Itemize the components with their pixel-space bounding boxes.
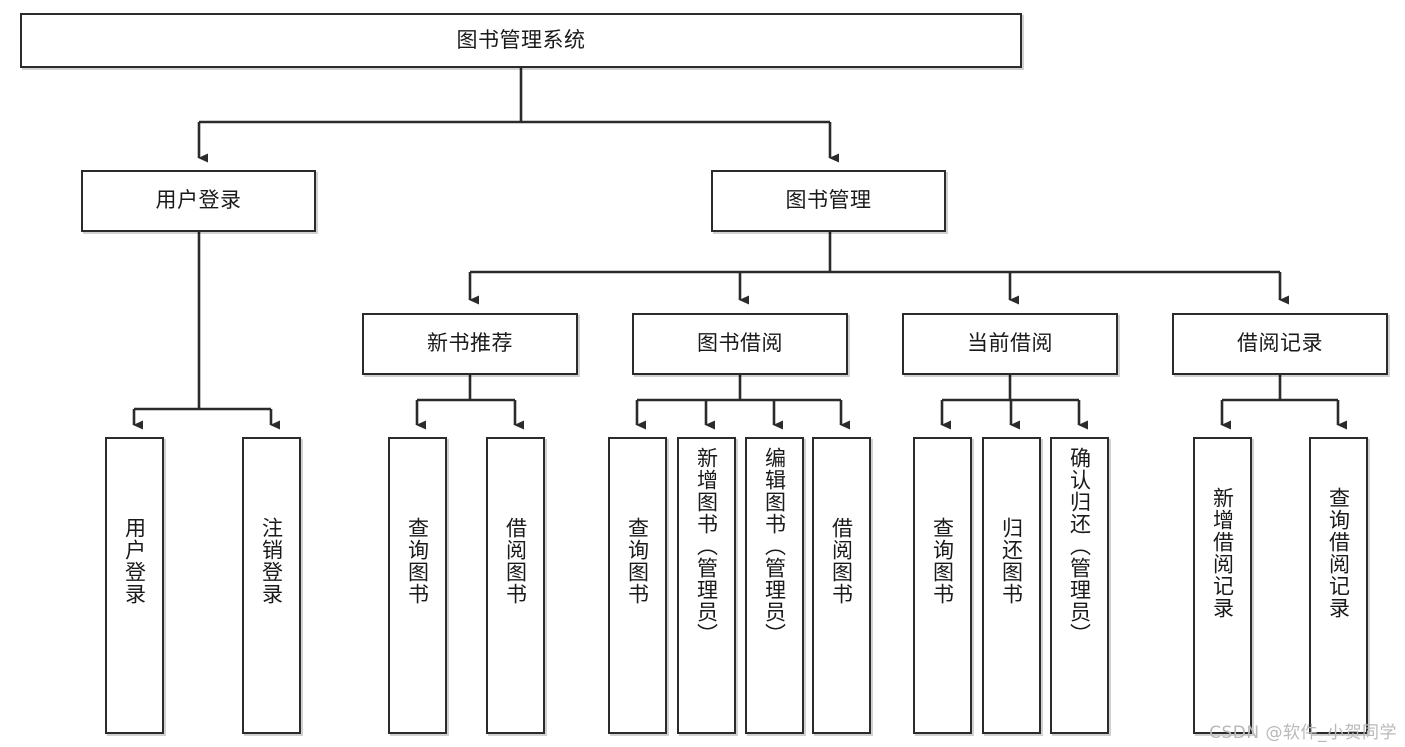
leaf-current-borrow-query-books[interactable]: 查询图书 [913,437,972,734]
node-book-borrow[interactable]: 图书借阅 [632,313,848,375]
node-label: 新增图书（管理员） [694,447,719,645]
node-label: 图书借阅 [697,331,783,356]
node-user-login[interactable]: 用户登录 [81,170,316,232]
node-label: 图书管理 [785,188,872,213]
node-label: 图书管理系统 [456,27,586,52]
node-current-borrow[interactable]: 当前借阅 [902,313,1118,375]
node-label: 查询图书 [625,517,650,605]
leaf-user-login-login[interactable]: 用户登录 [105,437,164,734]
leaf-current-borrow-return-books[interactable]: 归还图书 [982,437,1041,734]
leaf-book-borrow-query-books[interactable]: 查询图书 [608,437,667,734]
node-label: 归还图书 [999,517,1024,605]
node-label: 用户登录 [155,188,242,213]
node-book-management[interactable]: 图书管理 [711,170,946,232]
node-label: 查询借阅记录 [1326,487,1351,619]
watermark-text: CSDN @软件_小贺同学 [1209,723,1397,743]
node-label: 新书推荐 [427,331,513,356]
node-label: 用户登录 [122,517,147,605]
leaf-user-login-logout[interactable]: 注销登录 [242,437,301,734]
leaf-borrow-record-add-record[interactable]: 新增借阅记录 [1193,437,1252,734]
node-label: 借阅图书 [829,517,854,605]
leaf-new-book-query-books[interactable]: 查询图书 [388,437,447,734]
node-label: 新增借阅记录 [1210,487,1235,619]
node-label: 注销登录 [259,517,284,605]
leaf-current-borrow-confirm-return-admin[interactable]: 确认归还（管理员） [1050,437,1109,734]
node-root-book-management-system[interactable]: 图书管理系统 [20,13,1022,68]
node-new-book-recommend[interactable]: 新书推荐 [362,313,578,375]
node-label: 查询图书 [405,517,430,605]
node-label: 编辑图书（管理员） [762,447,787,645]
node-borrow-record[interactable]: 借阅记录 [1172,313,1388,375]
leaf-book-borrow-edit-book-admin[interactable]: 编辑图书（管理员） [745,437,804,734]
node-label: 借阅记录 [1237,331,1323,356]
leaf-borrow-record-query-record[interactable]: 查询借阅记录 [1309,437,1368,734]
leaf-new-book-borrow-books[interactable]: 借阅图书 [486,437,545,734]
node-label: 当前借阅 [967,331,1053,356]
node-label: 查询图书 [930,517,955,605]
leaf-book-borrow-add-book-admin[interactable]: 新增图书（管理员） [677,437,736,734]
leaf-book-borrow-borrow-books[interactable]: 借阅图书 [812,437,871,734]
node-label: 确认归还（管理员） [1067,447,1092,645]
node-label: 借阅图书 [503,517,528,605]
